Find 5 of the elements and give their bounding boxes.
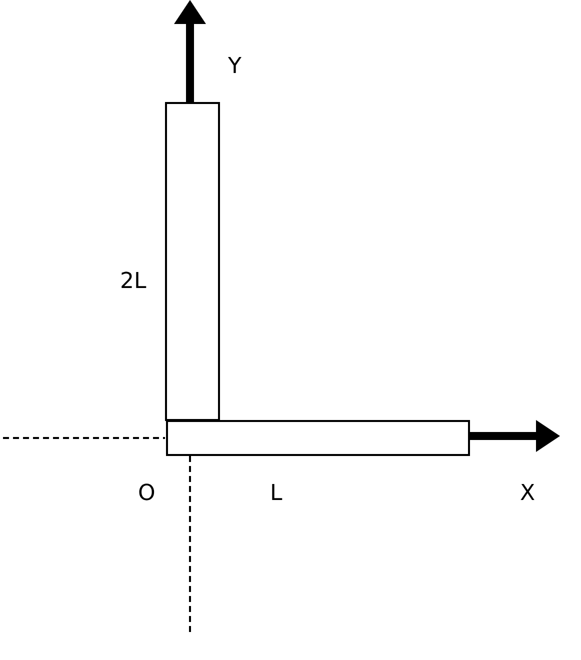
axis-label: Y	[228, 55, 242, 79]
length-label: L	[270, 482, 282, 506]
axis-label: X	[520, 482, 536, 506]
length-label: 2L	[120, 270, 146, 294]
origin-label: O	[138, 482, 156, 506]
